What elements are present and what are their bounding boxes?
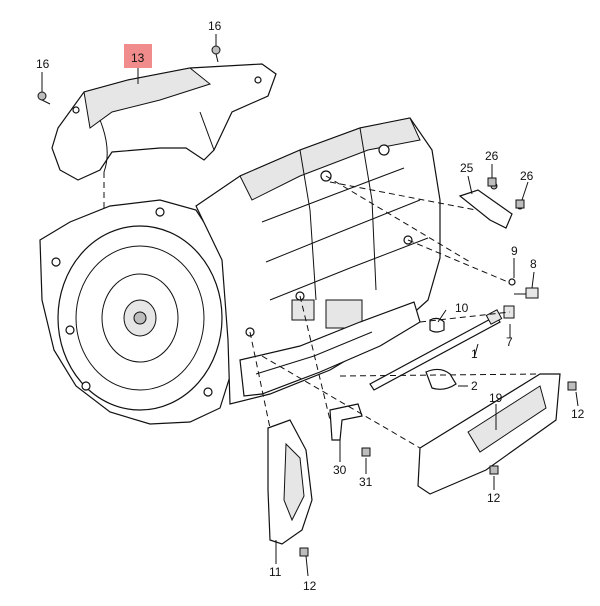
callout-19[interactable]: 19	[489, 391, 503, 405]
assembly-lines	[103, 172, 541, 449]
oil-pan	[239, 301, 421, 397]
callout-31[interactable]: 31	[359, 475, 373, 489]
callout-9[interactable]: 9	[511, 244, 518, 258]
callout-16-top[interactable]: 16	[208, 19, 222, 33]
callout-8[interactable]: 8	[530, 257, 537, 271]
callout-13-highlight	[124, 44, 152, 68]
callout-12-bottom[interactable]: 12	[303, 579, 317, 593]
callout-11[interactable]: 11	[269, 565, 282, 579]
bolt-12c	[299, 547, 309, 557]
bolt-16b	[211, 45, 221, 63]
callout-30[interactable]: 30	[333, 463, 347, 477]
bolt-31	[361, 447, 371, 457]
leader-lines	[41, 34, 579, 577]
bolt-12a	[567, 381, 577, 391]
callout-12-right[interactable]: 12	[571, 407, 585, 421]
bolts-right	[503, 278, 539, 319]
shaft-assembly	[369, 309, 503, 391]
callout-26-upper[interactable]: 26	[485, 149, 499, 163]
filter-19	[417, 373, 576, 495]
bolt-26a	[487, 177, 497, 187]
callout-2[interactable]: 2	[471, 379, 478, 393]
bell-housing	[39, 199, 235, 425]
cover-plate-11	[267, 419, 313, 556]
callout-10[interactable]: 10	[455, 301, 469, 315]
bolt-16a	[37, 91, 51, 105]
callout-7[interactable]: 7	[506, 335, 513, 349]
callout-1[interactable]: 1	[471, 347, 478, 361]
bracket-30	[329, 403, 370, 456]
heat-shield	[51, 63, 277, 181]
bolt-12b	[489, 465, 499, 475]
callout-26-right[interactable]: 26	[520, 169, 534, 183]
bracket-25	[458, 182, 524, 229]
callout-12-middle[interactable]: 12	[487, 491, 501, 505]
callout-13[interactable]: 13	[131, 51, 145, 65]
callout-25[interactable]: 25	[460, 161, 474, 175]
bolt-26b	[515, 199, 525, 209]
callout-16-left[interactable]: 16	[36, 57, 50, 71]
